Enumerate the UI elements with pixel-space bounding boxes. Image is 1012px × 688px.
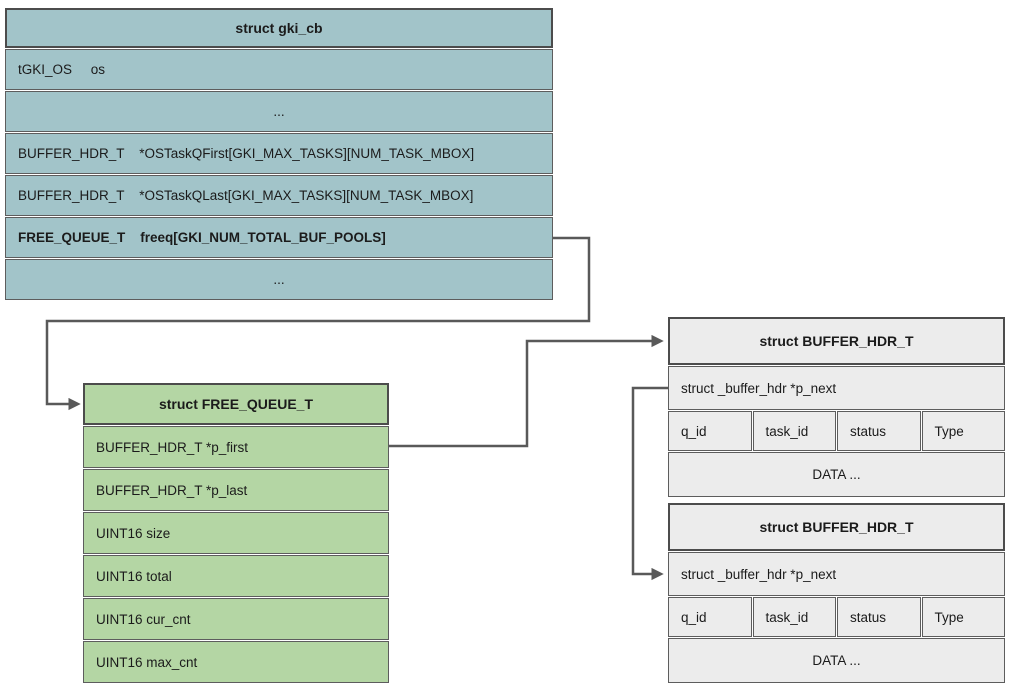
- buffer-hdr-2-field-qid: q_id: [668, 597, 752, 637]
- free-queue-row-plast: BUFFER_HDR_T *p_last: [83, 469, 389, 511]
- buffer-hdr-2-header: struct BUFFER_HDR_T: [668, 503, 1005, 551]
- gki-cb-header: struct gki_cb: [5, 8, 553, 48]
- buffer-hdr-1-field-type: Type: [921, 411, 1005, 451]
- arrow-pfirst-to-buffer-hdr-1: [389, 334, 664, 448]
- free-queue-row-total: UINT16 total: [83, 555, 389, 597]
- gki-cb-row-ellipsis-2: ...: [5, 259, 553, 300]
- buffer-hdr-1-field-qid: q_id: [668, 411, 752, 451]
- gki-cb-row-ellipsis-1: ...: [5, 91, 553, 132]
- buffer-hdr-2-fields-row: q_id task_id status Type: [668, 597, 1005, 637]
- gki-cb-row-freeq: FREE_QUEUE_T freeq[GKI_NUM_TOTAL_BUF_POO…: [5, 217, 553, 258]
- buffer-hdr-table-1: struct BUFFER_HDR_T struct _buffer_hdr *…: [668, 317, 1005, 497]
- buffer-hdr-2-row-data: DATA ...: [668, 638, 1005, 683]
- free-queue-row-curcnt: UINT16 cur_cnt: [83, 598, 389, 640]
- free-queue-row-pfirst: BUFFER_HDR_T *p_first: [83, 426, 389, 468]
- gki-cb-row-ostaskqlast: BUFFER_HDR_T *OSTaskQLast[GKI_MAX_TASKS]…: [5, 175, 553, 216]
- buffer-hdr-table-2: struct BUFFER_HDR_T struct _buffer_hdr *…: [668, 503, 1005, 683]
- buffer-hdr-2-field-taskid: task_id: [752, 597, 836, 637]
- free-queue-table: struct FREE_QUEUE_T BUFFER_HDR_T *p_firs…: [83, 383, 389, 683]
- free-queue-row-size: UINT16 size: [83, 512, 389, 554]
- buffer-hdr-2-field-type: Type: [921, 597, 1005, 637]
- free-queue-row-maxcnt: UINT16 max_cnt: [83, 641, 389, 683]
- arrow-pnext-to-buffer-hdr-2: [631, 386, 668, 581]
- free-queue-header: struct FREE_QUEUE_T: [83, 383, 389, 425]
- buffer-hdr-1-fields-row: q_id task_id status Type: [668, 411, 1005, 451]
- gki-cb-row-os: tGKI_OS os: [5, 49, 553, 90]
- buffer-hdr-1-row-pnext: struct _buffer_hdr *p_next: [668, 366, 1005, 410]
- buffer-hdr-1-row-data: DATA ...: [668, 452, 1005, 497]
- buffer-hdr-2-field-status: status: [837, 597, 921, 637]
- gki-cb-table: struct gki_cb tGKI_OS os ... BUFFER_HDR_…: [5, 8, 553, 300]
- buffer-hdr-1-field-status: status: [837, 411, 921, 451]
- buffer-hdr-2-row-pnext: struct _buffer_hdr *p_next: [668, 552, 1005, 596]
- gki-cb-row-ostaskqfirst: BUFFER_HDR_T *OSTaskQFirst[GKI_MAX_TASKS…: [5, 133, 553, 174]
- buffer-hdr-1-field-taskid: task_id: [752, 411, 836, 451]
- buffer-hdr-1-header: struct BUFFER_HDR_T: [668, 317, 1005, 365]
